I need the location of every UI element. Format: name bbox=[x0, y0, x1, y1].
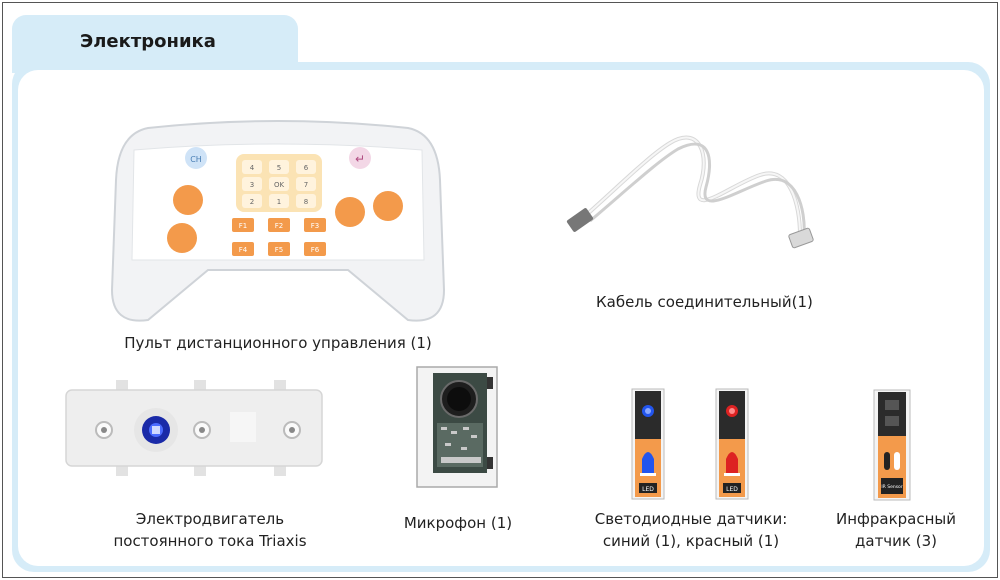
red-led-label: LED bbox=[726, 486, 738, 493]
svg-text:6: 6 bbox=[304, 164, 309, 172]
svg-text:2: 2 bbox=[250, 198, 254, 206]
blue-led-sensor-image: LED bbox=[630, 387, 666, 501]
led-caption-line-2: синий (1), красный (1) bbox=[602, 532, 780, 550]
dc-motor-image bbox=[64, 378, 324, 478]
motor-caption-line-2: постоянного тока Triaxis bbox=[113, 532, 307, 550]
microphone-caption: Микрофон (1) bbox=[403, 514, 513, 532]
motor-caption-line-1: Электродвигатель bbox=[135, 510, 285, 528]
blue-led-label: LED bbox=[642, 486, 654, 493]
section-title: Электроника bbox=[80, 31, 216, 52]
svg-text:4: 4 bbox=[250, 164, 255, 172]
connector-cable-image bbox=[560, 125, 830, 255]
remote-caption: Пульт дистанционного управления (1) bbox=[124, 334, 432, 352]
svg-text:3: 3 bbox=[250, 181, 254, 189]
led-sensors-caption: Светодиодные датчики: синий (1), красный… bbox=[586, 508, 796, 552]
svg-text:OK: OK bbox=[274, 181, 285, 189]
ir-sensor-image: IR Sensor bbox=[872, 388, 912, 502]
svg-text:F3: F3 bbox=[311, 222, 319, 230]
svg-text:F5: F5 bbox=[275, 246, 283, 254]
svg-text:F2: F2 bbox=[275, 222, 283, 230]
enter-icon: ↵ bbox=[355, 152, 365, 166]
ch-button-label: CH bbox=[190, 155, 202, 164]
microphone-image bbox=[415, 365, 499, 489]
cable-caption: Кабель соединительный(1) bbox=[596, 293, 813, 311]
remote-control-image: CH ↵ 4 5 6 3 OK 7 2 1 8 bbox=[108, 120, 448, 328]
ir-caption-line-2: датчик (3) bbox=[855, 532, 937, 550]
svg-text:7: 7 bbox=[304, 181, 308, 189]
ir-sensor-label: IR Sensor bbox=[881, 484, 902, 490]
red-led-sensor-image: LED bbox=[714, 387, 750, 501]
svg-text:F6: F6 bbox=[311, 246, 320, 254]
motor-caption: Электродвигатель постоянного тока Triaxi… bbox=[80, 508, 340, 552]
svg-text:5: 5 bbox=[277, 164, 281, 172]
svg-text:F4: F4 bbox=[239, 246, 248, 254]
led-caption-line-1: Светодиодные датчики: bbox=[594, 510, 788, 528]
svg-text:1: 1 bbox=[277, 198, 281, 206]
svg-text:8: 8 bbox=[304, 198, 308, 206]
ir-sensor-caption: Инфракрасный датчик (3) bbox=[826, 508, 966, 552]
svg-text:F1: F1 bbox=[239, 222, 247, 230]
ir-caption-line-1: Инфракрасный bbox=[836, 510, 956, 528]
